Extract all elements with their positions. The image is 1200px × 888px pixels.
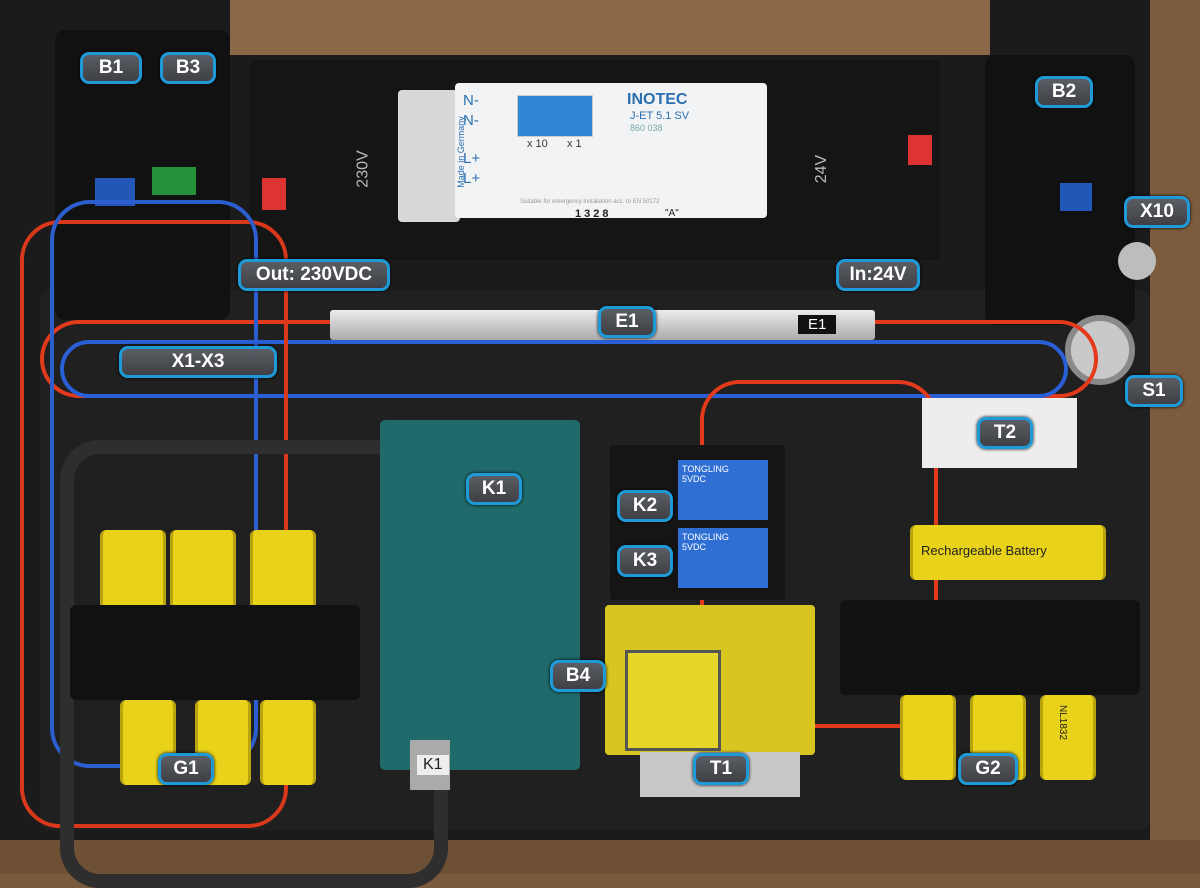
- battery-pack-g1: [120, 700, 176, 785]
- label-k3: K3: [617, 545, 673, 577]
- label-b2: B2: [1035, 76, 1093, 108]
- dial-right-label: x 1: [567, 138, 582, 150]
- battery-pack-g2: [900, 695, 956, 780]
- terminal-label: L+: [463, 150, 481, 167]
- label-k2: K2: [617, 490, 673, 522]
- relay-brand: TONGLING: [682, 532, 729, 542]
- k1-tag: K1: [417, 755, 449, 775]
- terminal-label: L+: [463, 170, 481, 187]
- label-in-24v: In:24V: [836, 259, 920, 291]
- part-code: 860 038: [630, 123, 663, 133]
- label-b4: B4: [550, 660, 606, 692]
- battery-holder-g2: [840, 600, 1140, 695]
- connector: [908, 135, 932, 165]
- wood-bottom: [0, 840, 1200, 874]
- battery-pack-g1: [170, 530, 236, 610]
- serial-number: 1328: [575, 208, 612, 220]
- label-b3: B3: [160, 52, 216, 84]
- wood-right: [1150, 0, 1200, 874]
- inotec-driver-module: N- N- L+ L+ x 10 x 1 INOTEC J-ET 5.1 SV …: [455, 83, 767, 218]
- switch-x10[interactable]: [1118, 242, 1156, 280]
- relay-brand: TONGLING: [682, 464, 729, 474]
- printed-230v: 230V: [354, 150, 372, 188]
- battery-pack-g1: [100, 530, 166, 610]
- battery-pack-g2: NL1832: [1040, 695, 1096, 780]
- battery-pack-g1: [250, 530, 316, 610]
- model: J-ET 5.1 SV: [630, 110, 690, 122]
- label-x10: X10: [1124, 196, 1190, 228]
- compliance-note: Suitable for emergency installation acc.…: [520, 199, 660, 205]
- dim-dial-panel[interactable]: [517, 95, 593, 137]
- transformer: [625, 650, 721, 751]
- terminal-label: N-: [463, 112, 479, 129]
- label-out-230vdc: Out: 230VDC: [238, 259, 390, 291]
- made-in: Made in Germany: [455, 116, 466, 188]
- label-s1: S1: [1125, 375, 1183, 407]
- wire-bundle: [20, 220, 288, 828]
- terminal-strip: [398, 90, 460, 222]
- terminal-block-green: [152, 167, 196, 195]
- label-g1: G1: [158, 753, 214, 785]
- label-g2: G2: [958, 753, 1018, 785]
- brand: INOTEC: [627, 91, 688, 108]
- terminal-label: N-: [463, 92, 479, 109]
- dial-left-label: x 10: [527, 138, 548, 150]
- battery-pack-g2: Rechargeable Battery: [910, 525, 1106, 580]
- label-e1: E1: [598, 306, 656, 338]
- relay-voltage: 5VDC: [682, 474, 707, 484]
- label-b1: B1: [80, 52, 142, 84]
- printed-24v: 24V: [813, 154, 831, 184]
- label-t1: T1: [693, 753, 749, 785]
- relay-voltage: 5VDC: [682, 542, 707, 552]
- wood-top: [230, 0, 990, 55]
- terminal-block-blue-right: [1060, 183, 1092, 211]
- e1-tag: E1: [798, 315, 837, 334]
- battery-pack-g1: [260, 700, 316, 785]
- label-t2: T2: [977, 417, 1033, 449]
- wire-bundle: [60, 340, 1068, 398]
- cell-text: NL1832: [1057, 705, 1068, 741]
- label-k1: K1: [466, 473, 522, 505]
- connector: [262, 178, 286, 210]
- battery-text: Rechargeable Battery: [921, 543, 1047, 558]
- label-x1-x3: X1-X3: [119, 346, 277, 378]
- variant: "A": [665, 208, 679, 219]
- battery-holder-g1: [70, 605, 360, 700]
